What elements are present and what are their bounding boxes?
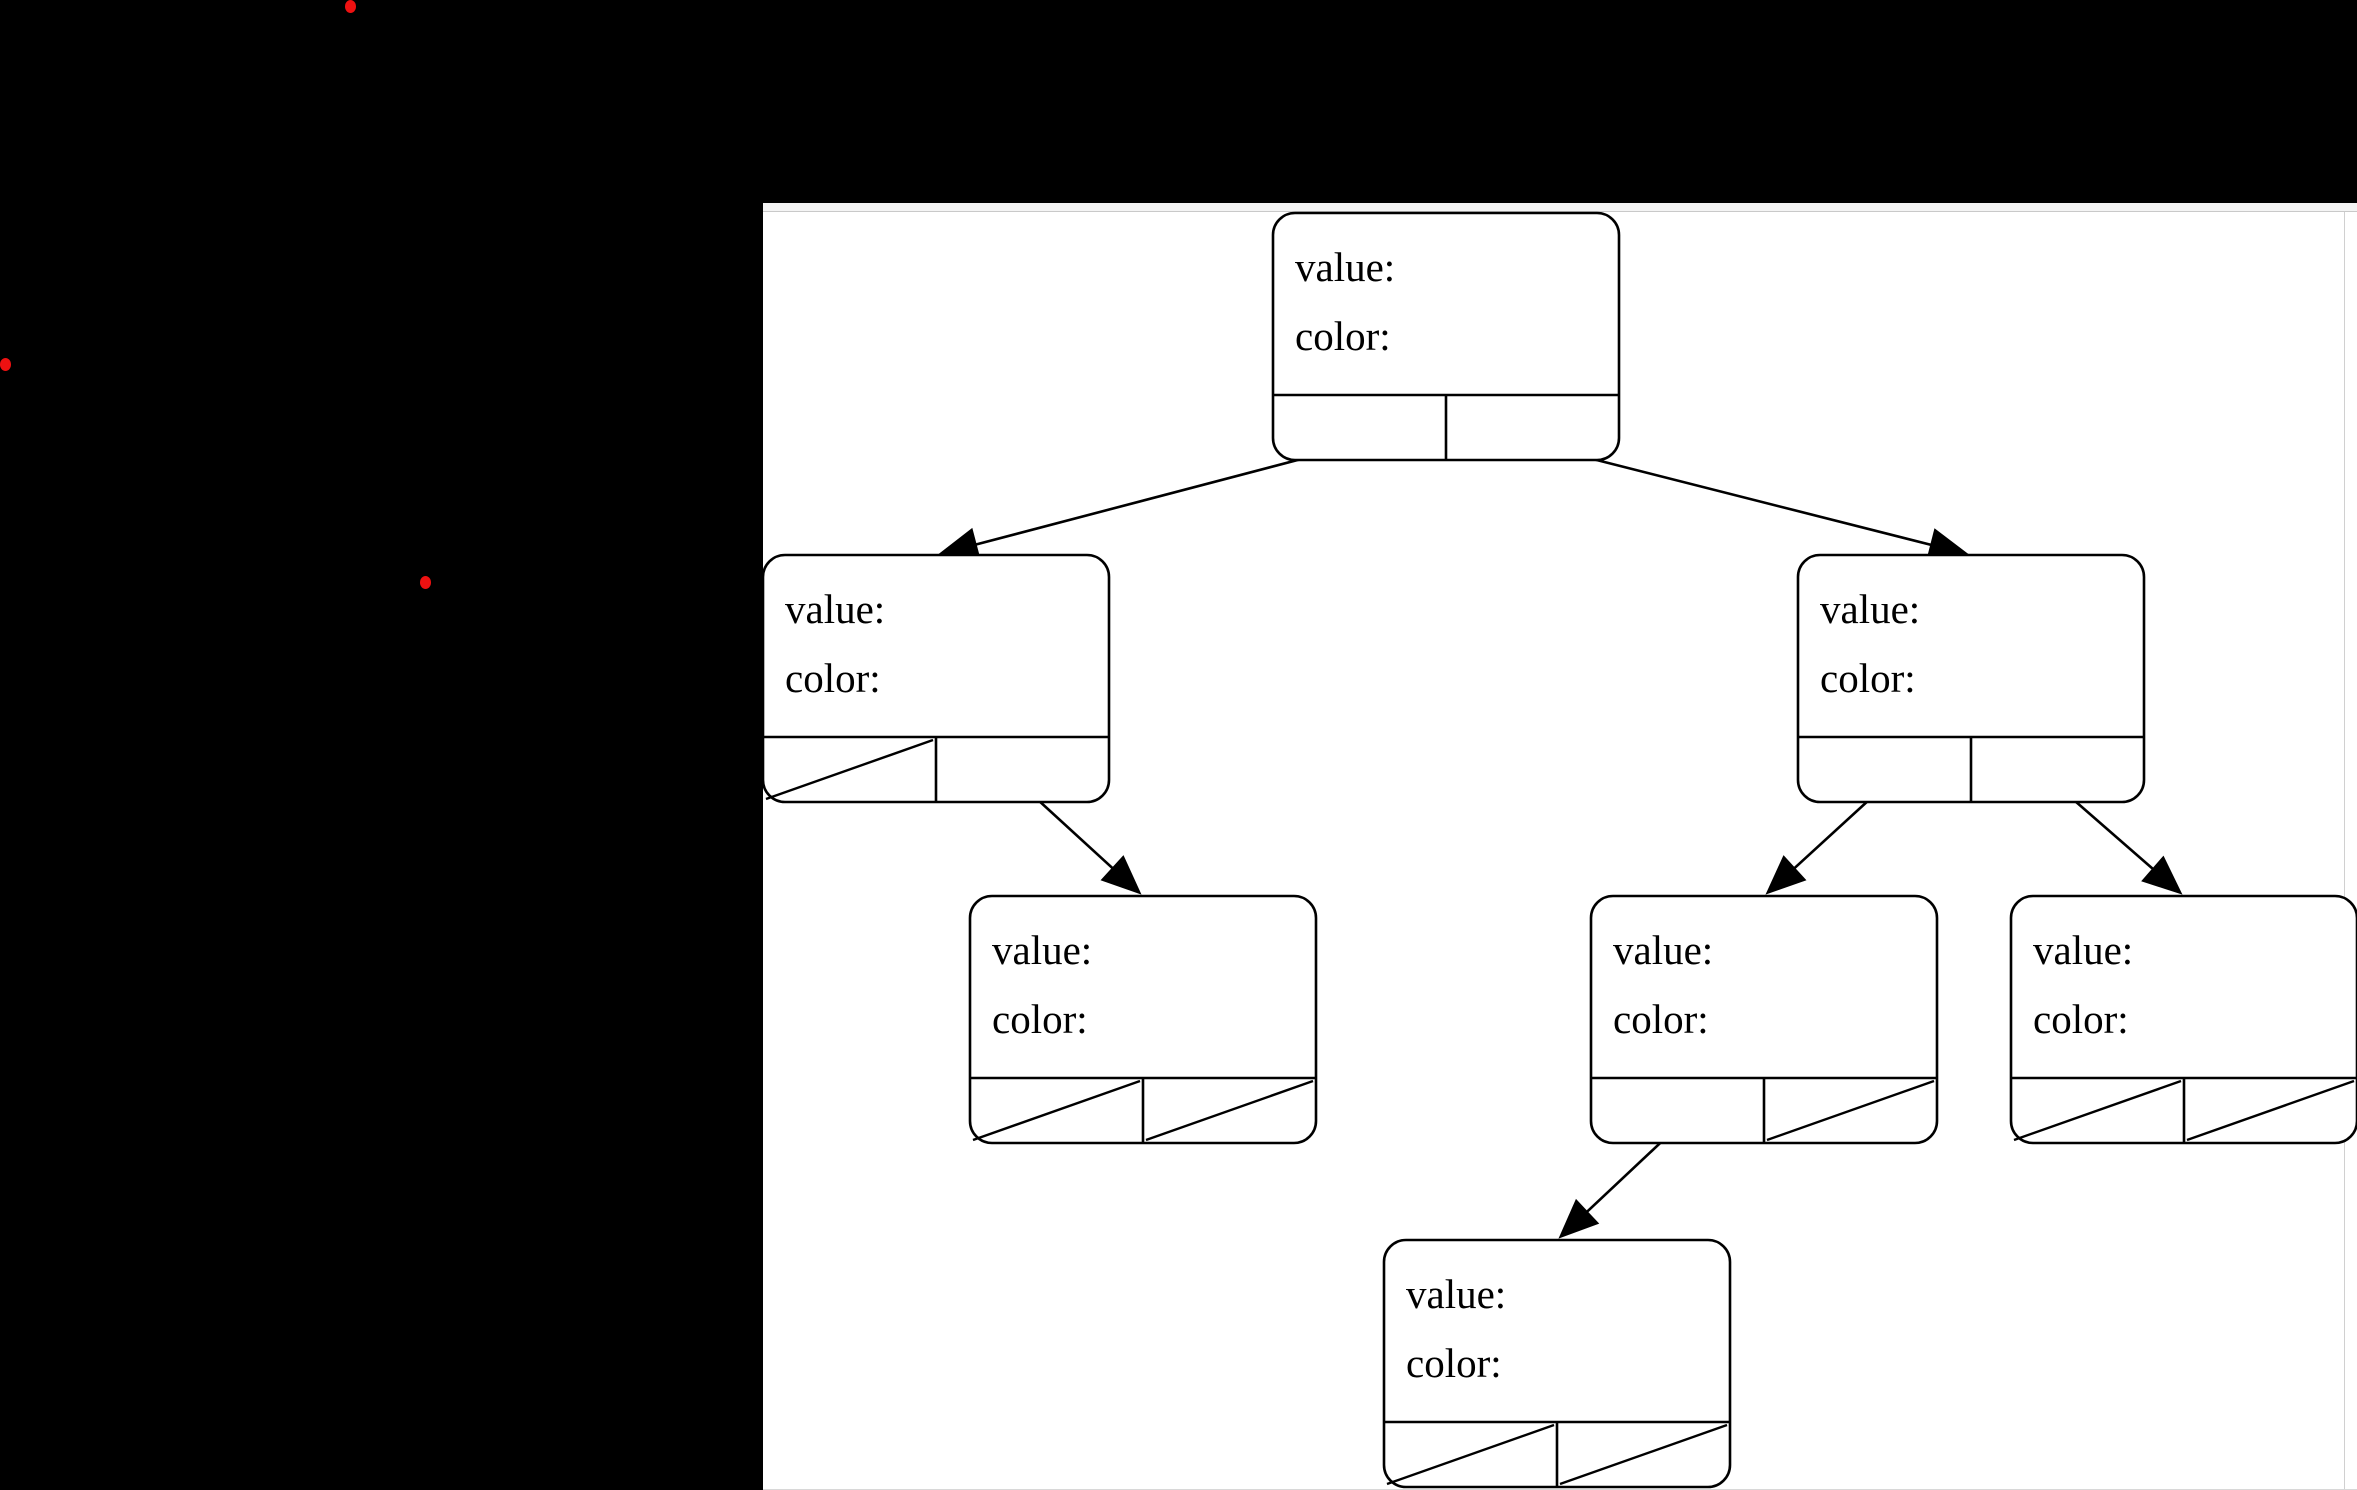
content-panel: value:color:value:color:value:color:valu… xyxy=(763,203,2357,1490)
tree-node-right-color-label: color: xyxy=(1820,655,1916,701)
tree-node-right-left-left-null-pointer-left xyxy=(1386,1423,1555,1486)
tree-node-left-right[interactable]: value: color: xyxy=(968,894,1318,1145)
edge-right-left-arrowhead xyxy=(1765,855,1807,895)
tree-node-left-right-value-label: value: xyxy=(992,927,1092,973)
tree-node-left-value-label: value: xyxy=(785,586,885,632)
tree-node-right-left-left-value-label: value: xyxy=(1406,1271,1506,1317)
tree-node-right-left-null-pointer-right xyxy=(1766,1079,1935,1142)
tree-nodes-layer: value:color:value:color:value:color:valu… xyxy=(763,211,2357,1489)
tree-node-right-left[interactable]: value: color: xyxy=(1589,894,1939,1145)
edge-right-right-arrowhead xyxy=(2141,855,2183,895)
marker-dot-top xyxy=(345,0,356,13)
tree-node-root[interactable]: value: color: xyxy=(1271,211,1621,462)
tree-node-right-right-value-label: value: xyxy=(2033,927,2133,973)
tree-node-right-right-color-label: color: xyxy=(2033,996,2129,1042)
edge-root-left-arrowhead xyxy=(937,527,981,561)
tree-node-left[interactable]: value: color: xyxy=(763,553,1111,804)
binary-tree-diagram: value:color:value:color:value:color:valu… xyxy=(763,211,2357,1489)
tree-node-left-color-label: color: xyxy=(785,655,881,701)
edge-root-right xyxy=(1532,442,1970,562)
edge-root-right-arrowhead xyxy=(1926,528,1970,562)
tree-node-right-left-left-color-label: color: xyxy=(1406,1340,1502,1386)
panel-right-rule xyxy=(2344,212,2345,1490)
panel-header-strip xyxy=(763,203,2357,212)
tree-node-right-left-left[interactable]: value: color: xyxy=(1382,1238,1732,1489)
tree-node-right[interactable]: value: color: xyxy=(1796,553,2146,804)
tree-node-left-right-null-pointer-right xyxy=(1145,1079,1314,1142)
tree-node-root-value-label: value: xyxy=(1295,244,1395,290)
edge-rl-left-arrowhead xyxy=(1558,1198,1600,1239)
tree-node-left-null-pointer-left xyxy=(765,738,934,801)
tree-node-left-right-color-label: color: xyxy=(992,996,1088,1042)
marker-dot-left xyxy=(0,358,11,371)
edge-root-left xyxy=(937,442,1360,561)
tree-node-right-right[interactable]: value: color: xyxy=(2009,894,2357,1145)
tree-node-right-left-color-label: color: xyxy=(1613,996,1709,1042)
marker-dot-mid xyxy=(420,576,431,589)
tree-node-root-color-label: color: xyxy=(1295,313,1391,359)
tree-node-right-left-value-label: value: xyxy=(1613,927,1713,973)
tree-node-right-left-left-null-pointer-right xyxy=(1559,1423,1728,1486)
tree-node-left-right-null-pointer-left xyxy=(972,1079,1141,1142)
tree-node-right-right-null-pointer-right xyxy=(2186,1079,2355,1142)
edge-left-right-arrowhead xyxy=(1100,855,1142,895)
tree-node-right-value-label: value: xyxy=(1820,586,1920,632)
tree-node-right-right-null-pointer-left xyxy=(2013,1079,2182,1142)
